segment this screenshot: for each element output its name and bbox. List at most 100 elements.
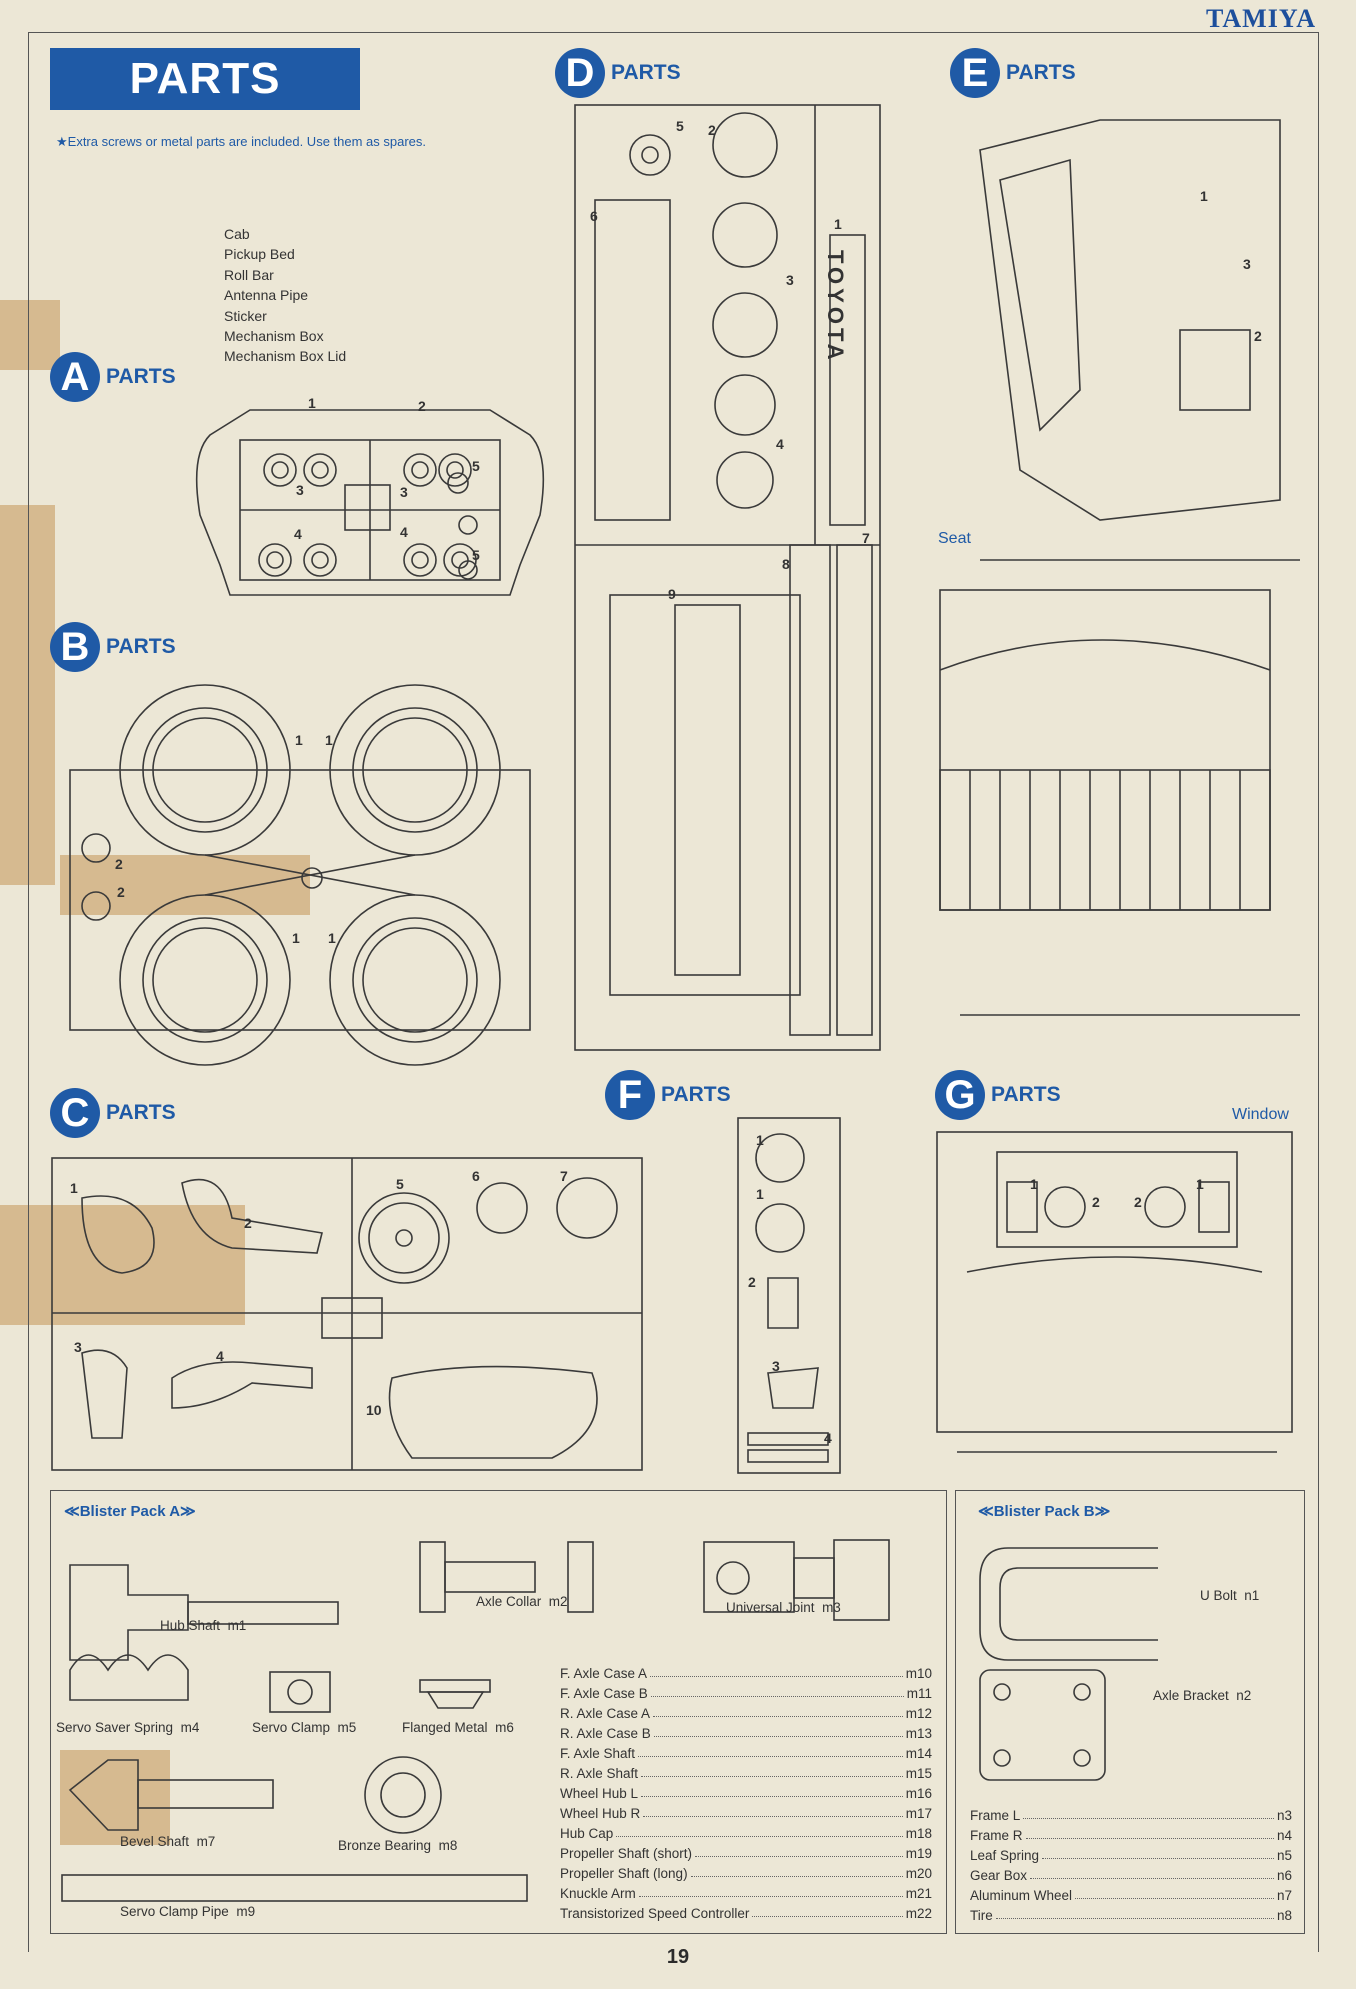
part-number: 1 [1200,188,1208,204]
section-label: PARTS [991,1083,1061,1106]
section-letter: B [50,622,100,672]
part-list-item: Antenna Pipe [224,287,309,304]
tape-stain [0,300,60,370]
part-number: 1 [295,732,303,748]
sprue-b-drawing [69,684,531,1066]
sprue-e-drawing [939,119,1300,1016]
brand-logo: TAMIYA [1205,4,1316,33]
part-number: 5 [472,547,480,563]
part-number: 6 [590,208,598,224]
part-list-item: Mechanism Box [224,328,324,345]
window-label: Window [1232,1106,1289,1123]
servo-clamp-pipe-caption: Servo Clamp Pipe m9 [120,1904,256,1919]
section-label: PARTS [106,635,176,658]
u-bolt-caption: U Bolt n1 [1200,1588,1260,1603]
tape-stain [60,1750,170,1845]
tape-stain [0,1205,245,1325]
list-item: Propeller Shaft (short)m19 [560,1846,932,1861]
sprue-a-drawing [195,409,545,596]
part-number: 2 [1092,1194,1100,1210]
sprue-d-drawing [574,104,881,1051]
blister-pack-b-title: ≪Blister Pack B≫ [978,1503,1111,1520]
part-list: Cab Pickup Bed Roll Bar Antenna Pipe Sti… [224,224,346,367]
part-number: 4 [400,524,408,540]
part-number: 2 [418,398,426,414]
section-letter: A [50,352,100,402]
part-number: 2 [748,1274,756,1290]
blister-pack-b-box [955,1490,1305,1934]
left-rule [28,32,29,1952]
part-list-item: Sticker [224,307,267,324]
part-number: 5 [676,118,684,134]
part-number: 1 [292,930,300,946]
part-list-item: Mechanism Box Lid [224,348,347,365]
part-number: 2 [708,122,716,138]
bronze-bearing-caption: Bronze Bearing m8 [338,1838,458,1853]
part-number: 1 [325,732,333,748]
bevel-shaft-caption: Bevel Shaft m7 [120,1834,216,1849]
part-number: 2 [117,884,125,900]
section-label: PARTS [661,1083,731,1106]
section-letter: E [950,48,1000,98]
part-number: 1 [70,1180,78,1196]
part-number: 4 [824,1430,832,1446]
sprue-f-drawing [737,1117,841,1474]
part-number: 9 [668,586,676,602]
part-number: 4 [776,436,784,452]
hub-shaft-caption: Hub Shaft m1 [160,1618,247,1633]
top-rule [28,32,1318,33]
part-number: 1 [756,1186,764,1202]
section-c-header: C PARTS [50,1088,176,1138]
part-number: 1 [308,395,316,411]
section-f-header: F PARTS [605,1070,731,1120]
part-number: 3 [400,484,408,500]
section-label: PARTS [1006,61,1076,84]
sprue-g-drawing [936,1131,1293,1453]
spares-note: ★Extra screws or metal parts are include… [56,134,427,149]
part-number: 1 [834,216,842,232]
list-item: Propeller Shaft (long)m20 [560,1866,932,1881]
part-number: 4 [294,526,302,542]
section-label: PARTS [611,61,681,84]
section-g-header: G PARTS [935,1070,1061,1120]
section-a-header: A PARTS [50,352,176,402]
part-number: 1 [328,930,336,946]
toyota-logo-text: TOYOTA [823,250,848,364]
axle-bracket-caption: Axle Bracket n2 [1153,1688,1252,1703]
section-d-header: D PARTS [555,48,681,98]
part-number: 3 [1243,256,1251,272]
section-e-header: E PARTS [950,48,1076,98]
part-number: 7 [862,530,870,546]
part-number: 4 [216,1348,224,1364]
part-number: 6 [472,1168,480,1184]
part-number: 2 [1254,328,1262,344]
section-label: PARTS [106,365,176,388]
blister-a-drawings [61,1539,890,1902]
section-letter: G [935,1070,985,1120]
part-list-item: Pickup Bed [224,246,295,263]
universal-joint-caption: Universal Joint m3 [726,1600,841,1615]
part-number: 1 [756,1132,764,1148]
blister-pack-a-box [50,1490,947,1934]
part-number: 10 [366,1402,382,1418]
servo-clamp-caption: Servo Clamp m5 [252,1720,357,1735]
part-number: 3 [74,1339,82,1355]
section-b-header: B PARTS [50,622,176,672]
part-number: 2 [1134,1194,1142,1210]
sprue-c-drawing [51,1157,643,1471]
flanged-metal-caption: Flanged Metal m6 [402,1720,514,1735]
tape-stain [60,855,310,915]
blister-pack-a-title: ≪Blister Pack A≫ [64,1503,196,1520]
